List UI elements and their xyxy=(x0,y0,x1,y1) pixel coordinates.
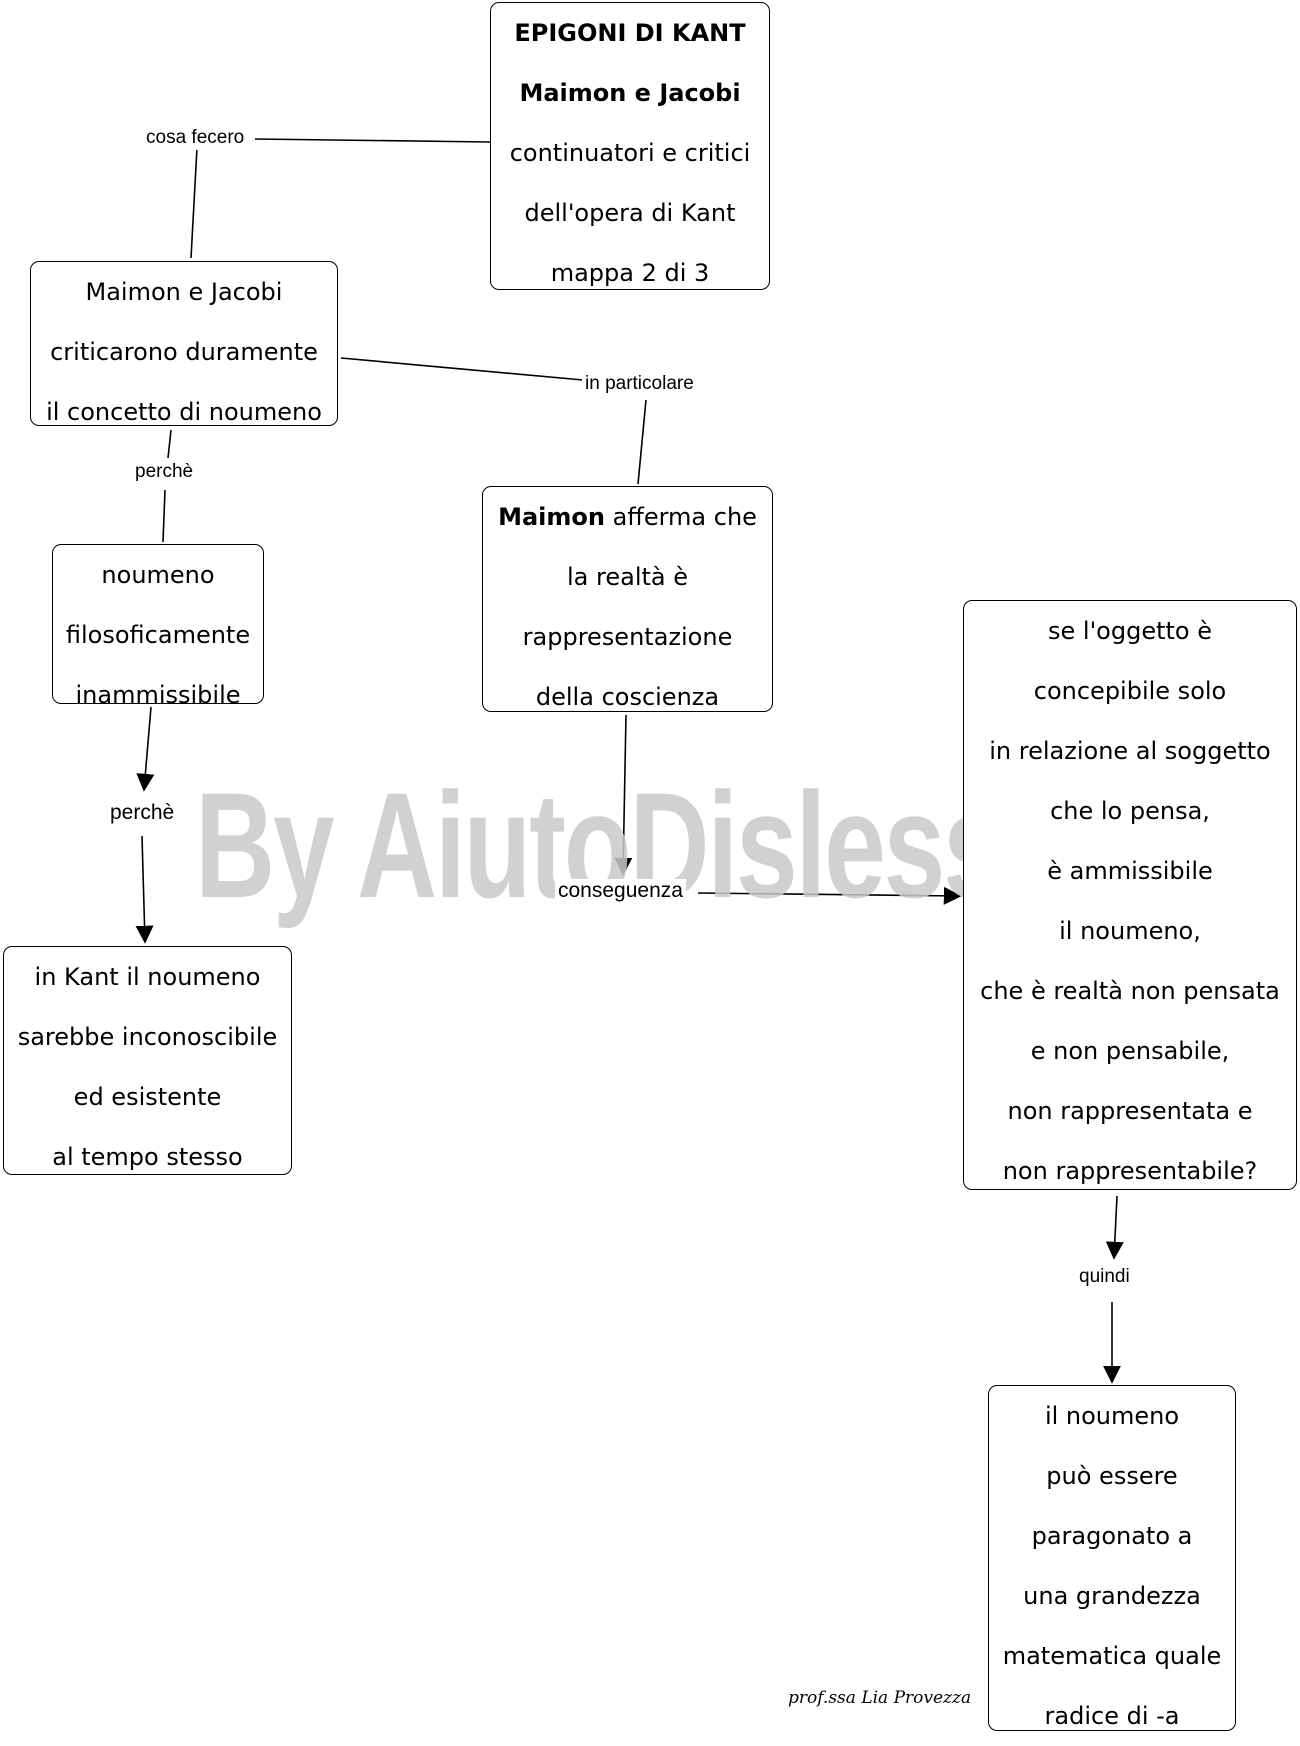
title-line: continuatori e critici xyxy=(509,139,751,167)
node-text: la realtà è xyxy=(567,563,688,591)
node-text: sarebbe inconoscibile xyxy=(17,1023,278,1051)
signature: prof.ssa Lia Provezza xyxy=(788,1688,972,1708)
node-text: una grandezza xyxy=(1023,1582,1201,1610)
edge-inadmissible-perche2 xyxy=(136,706,155,792)
link-label-cosa-fecero: cosa fecero xyxy=(143,126,248,150)
link-label-quindi: quindi xyxy=(1076,1265,1133,1289)
edge-title-cosafecero xyxy=(254,138,491,143)
node-text: può essere xyxy=(1046,1462,1178,1490)
node-text: che è realtà non pensata xyxy=(980,977,1280,1005)
link-label-in-particolare: in particolare xyxy=(582,372,697,396)
node-text: criticarono duramente xyxy=(50,338,318,366)
node-text-rest: afferma che xyxy=(604,503,757,531)
edge-inparticolare-maimon xyxy=(637,399,647,485)
edge-conseguenza-question xyxy=(697,886,962,905)
node-text: matematica quale xyxy=(1002,1642,1222,1670)
node-inadmissible[interactable]: noumeno filosoficamente inammissibile xyxy=(52,544,264,709)
title-subheading: Maimon e Jacobi xyxy=(519,79,741,107)
edge-maimon-conseguenza xyxy=(614,714,633,876)
node-text: in relazione al soggetto xyxy=(989,737,1271,765)
node-text: della coscienza xyxy=(535,683,720,711)
node-text: Maimon e Jacobi xyxy=(85,278,283,306)
node-text: al tempo stesso xyxy=(52,1143,243,1171)
edge-cosafecero-critics xyxy=(190,147,198,259)
node-title[interactable]: EPIGONI DI KANT Maimon e Jacobi continua… xyxy=(490,2,770,290)
maimon-name: Maimon xyxy=(498,503,605,531)
node-text: Maimon afferma che xyxy=(483,487,772,547)
node-text: rappresentazione xyxy=(522,623,733,651)
title-line: dell'opera di Kant xyxy=(524,199,736,227)
node-conclusion[interactable]: il noumeno può essere paragonato a una g… xyxy=(988,1385,1236,1731)
node-text: non rappresentabile? xyxy=(1002,1157,1258,1185)
node-text: noumeno xyxy=(101,561,215,589)
node-text: filosoficamente xyxy=(65,621,251,649)
title-line: mappa 2 di 3 xyxy=(550,259,710,287)
node-critics[interactable]: Maimon e Jacobi criticarono duramente il… xyxy=(30,261,338,426)
node-text: il noumeno xyxy=(1044,1402,1180,1430)
node-text: se l'oggetto è xyxy=(1048,617,1212,645)
node-text: che lo pensa, xyxy=(1050,797,1210,825)
node-text: radice di -a xyxy=(1044,1702,1180,1730)
node-text: paragonato a xyxy=(1031,1522,1193,1550)
edge-perche-inadmissible xyxy=(162,489,166,543)
node-kant-noumenon[interactable]: in Kant il noumeno sarebbe inconoscibile… xyxy=(3,946,292,1175)
title-heading: EPIGONI DI KANT xyxy=(514,19,746,47)
node-text: non rappresentata e xyxy=(1007,1097,1253,1125)
link-label-perche: perchè xyxy=(132,460,197,484)
node-text: inammissibile xyxy=(75,681,241,709)
link-label-conseguenza: conseguenza xyxy=(555,879,686,903)
node-text: in Kant il noumeno xyxy=(34,963,261,991)
node-text: concepibile solo xyxy=(1033,677,1227,705)
node-text: il concetto di noumeno xyxy=(46,398,322,426)
node-text: il noumeno, xyxy=(1059,917,1201,945)
node-text: ed esistente xyxy=(73,1083,222,1111)
link-label-perche-2: perchè xyxy=(107,801,178,825)
edge-perche2-kant xyxy=(135,835,154,944)
node-maimon-reality[interactable]: Maimon afferma che la realtà è rappresen… xyxy=(482,486,773,712)
edge-critics-inparticolare xyxy=(340,357,584,381)
node-question[interactable]: se l'oggetto è concepibile solo in relaz… xyxy=(963,600,1297,1190)
edge-critics-perche xyxy=(167,429,172,459)
node-text: è ammissibile xyxy=(1047,857,1213,885)
node-text: e non pensabile, xyxy=(1030,1037,1230,1065)
edge-question-quindi xyxy=(1105,1195,1124,1260)
